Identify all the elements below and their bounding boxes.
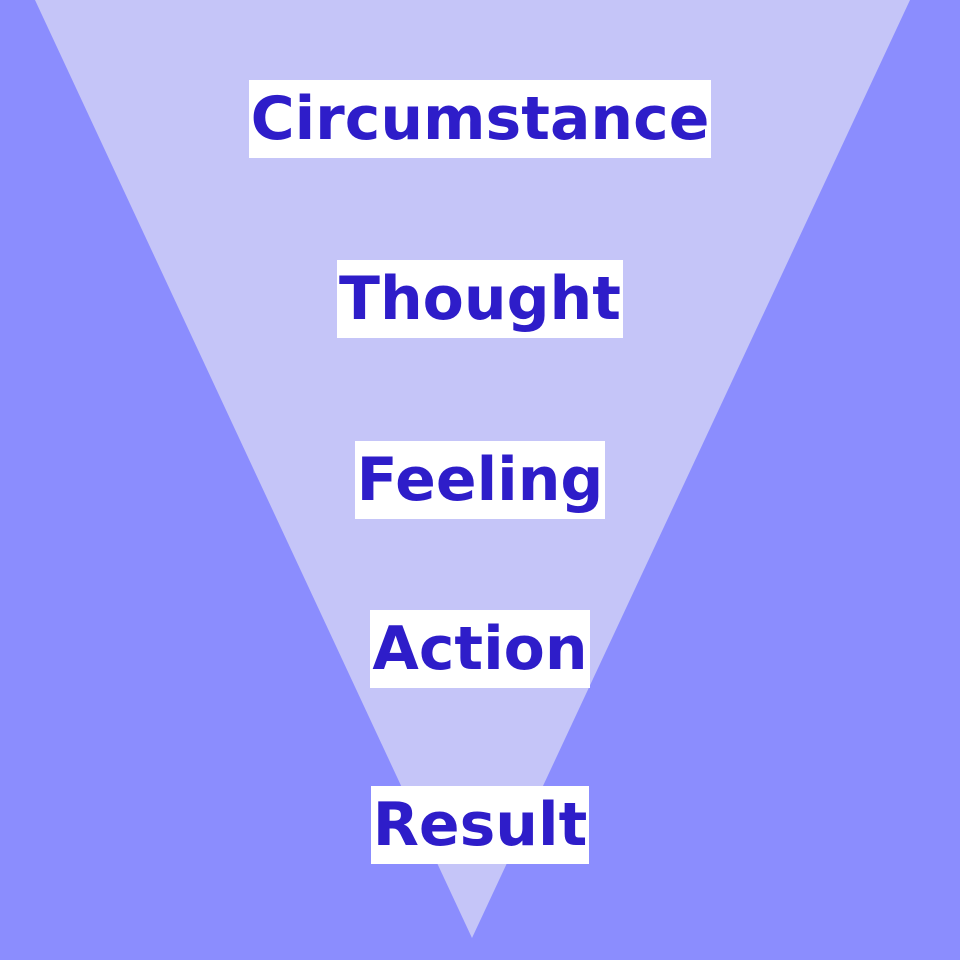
step-label: Circumstance — [248, 80, 712, 158]
step-label: Action — [370, 610, 590, 688]
step-circumstance: Circumstance — [0, 80, 960, 158]
step-feeling: Feeling — [0, 441, 960, 519]
step-result: Result — [0, 786, 960, 864]
step-action: Action — [0, 610, 960, 688]
step-label: Result — [370, 786, 590, 864]
step-label: Thought — [337, 260, 623, 338]
step-label: Feeling — [354, 441, 606, 519]
step-thought: Thought — [0, 260, 960, 338]
